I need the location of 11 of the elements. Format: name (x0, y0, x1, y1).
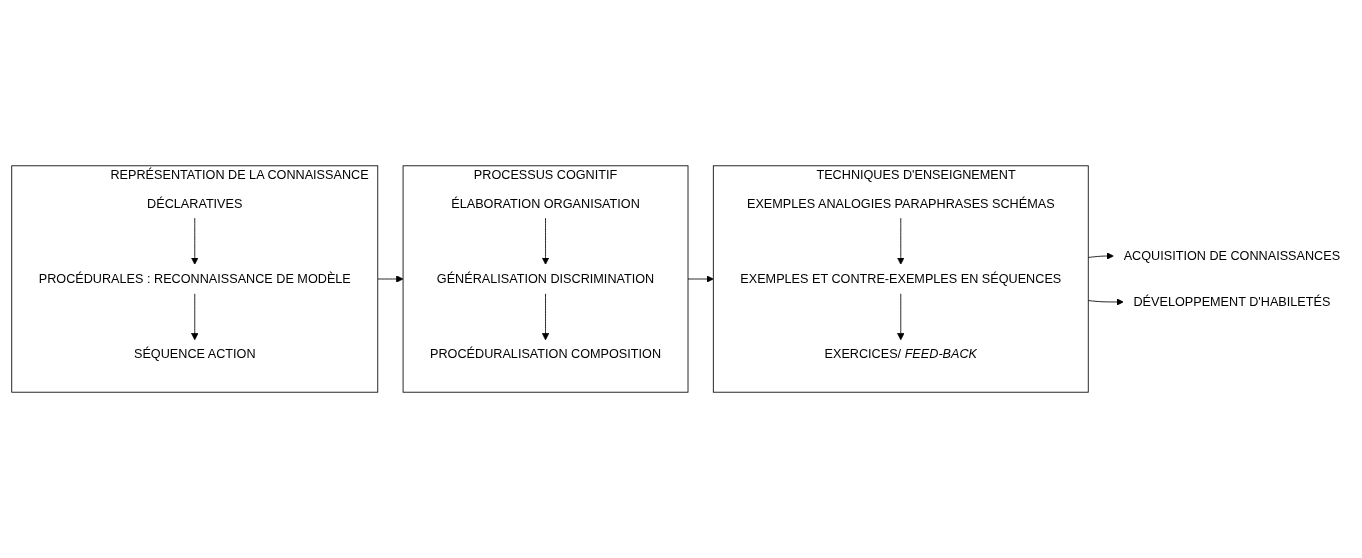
node-text: EXERCICES/ FEED-BACK (824, 346, 978, 361)
node-text: ÉLABORATION ORGANISATION (451, 195, 640, 211)
node-text: ACQUISITION DE CONNAISSANCES (1123, 248, 1341, 263)
node-text: GÉNÉRALISATION DISCRIMINATION (436, 271, 655, 286)
node-text: EXEMPLES ANALOGIES PARAPHRASES SCHÉMAS (746, 195, 1055, 211)
node-text: PROCÉDURALISATION COMPOSITION (430, 346, 662, 361)
node-text: DÉVELOPPEMENT D'HABILETÉS (1133, 294, 1331, 309)
node-text: DÉCLARATIVES (147, 195, 243, 211)
node-text: SÉQUENCE ACTION (133, 346, 256, 361)
node-text: PROCÉDURALES : RECONNAISSANCE DE MODÈLE (38, 271, 351, 286)
node-text: EXEMPLES ET CONTRE-EXEMPLES EN SÉQUENCES (740, 271, 1062, 286)
